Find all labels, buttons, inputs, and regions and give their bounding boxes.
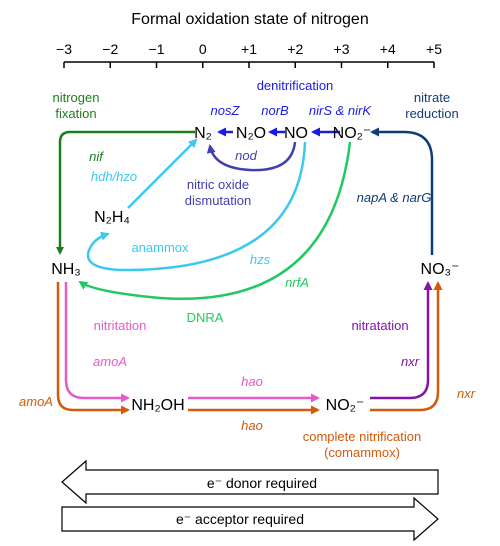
gene-amoA-nitritation: amoA (93, 354, 127, 369)
axis-tick-label: −3 (56, 41, 72, 57)
label-nitrogen-fixation-2: fixation (55, 106, 96, 121)
axis-title: Formal oxidation state of nitrogen (131, 11, 368, 28)
gene-nod: nod (235, 148, 257, 163)
label-complete-nitrification-2: (comammox) (324, 445, 400, 460)
arrow-nrfA (78, 141, 352, 301)
gene-hzs: hzs (250, 252, 271, 267)
species-n2o: N₂O (236, 125, 266, 142)
label-nitratation: nitratation (351, 318, 408, 333)
species-nh3: NH₃ (51, 261, 81, 278)
axis-tick-label: +1 (241, 41, 257, 57)
species-no2-top: NO₂⁻ (333, 125, 372, 142)
gene-amoA-comammox: amoA (19, 394, 53, 409)
gene-hao-nitritation: hao (241, 374, 263, 389)
axis-tick-label: +5 (426, 41, 442, 57)
arrow-hdh-hzo (127, 138, 198, 209)
label-nitrate-reduction-2: reduction (405, 106, 458, 121)
legend-acceptor: e⁻ acceptor required (176, 511, 304, 527)
arrow-nitrogen-fixation (56, 130, 195, 255)
arrow-nod (206, 141, 297, 172)
axis-tick-label: 0 (199, 41, 207, 57)
gene-hao-comammox: hao (241, 418, 263, 433)
species-n2: N₂ (194, 125, 212, 142)
label-nitrate-reduction-1: nitrate (414, 90, 450, 105)
arrow-nitrate-reduction (370, 127, 434, 255)
label-complete-nitrification-1: complete nitrification (303, 429, 422, 444)
label-nitric-oxide-dismutation-2: dismutation (185, 193, 251, 208)
arrow-nxr-comammox (370, 281, 443, 412)
label-denitrification: denitrification (257, 78, 334, 93)
axis-ticks: −3 −2 −1 0 +1 +2 +3 +4 +5 (56, 41, 442, 68)
gene-nxr-nitratation: nxr (401, 354, 420, 369)
gene-nrfA: nrfA (285, 275, 309, 290)
arrow-amoA-nitritation (64, 282, 130, 403)
gene-nxr-comammox: nxr (457, 386, 476, 401)
legend-donor: e⁻ donor required (207, 475, 317, 491)
gene-napA-narG: napA & narG (357, 190, 432, 205)
gene-hdh-hzo: hdh/hzo (91, 169, 137, 184)
gene-nosZ: nosZ (211, 103, 241, 118)
axis-tick-label: +2 (287, 41, 303, 57)
species-no3: NO₃⁻ (421, 261, 460, 278)
gene-norB: norB (261, 103, 289, 118)
label-dnra: DNRA (187, 310, 224, 325)
species-n2h4: N₂H₄ (94, 209, 130, 226)
electron-acceptor-arrow (61, 496, 439, 542)
label-nitritation: nitritation (94, 318, 147, 333)
arrow-amoA-comammox (56, 282, 130, 415)
gene-nirS-nirK: nirS & nirK (309, 103, 372, 118)
axis-tick-label: −2 (102, 41, 118, 57)
label-nitrogen-fixation-1: nitrogen (53, 90, 100, 105)
species-no: NO (284, 125, 308, 142)
label-anammox: anammox (131, 240, 189, 255)
species-no2-bottom: NO₂⁻ (326, 397, 365, 414)
arrow-hzs (86, 141, 307, 272)
axis-tick-label: −1 (149, 41, 165, 57)
gene-nif: nif (89, 149, 104, 164)
electron-donor-arrow (61, 459, 439, 505)
arrow-nxr-nitratation (370, 281, 433, 400)
species-nh2oh: NH₂OH (131, 397, 184, 414)
axis-tick-label: +4 (380, 41, 396, 57)
axis-tick-label: +3 (334, 41, 350, 57)
label-nitric-oxide-dismutation-1: nitric oxide (187, 177, 249, 192)
